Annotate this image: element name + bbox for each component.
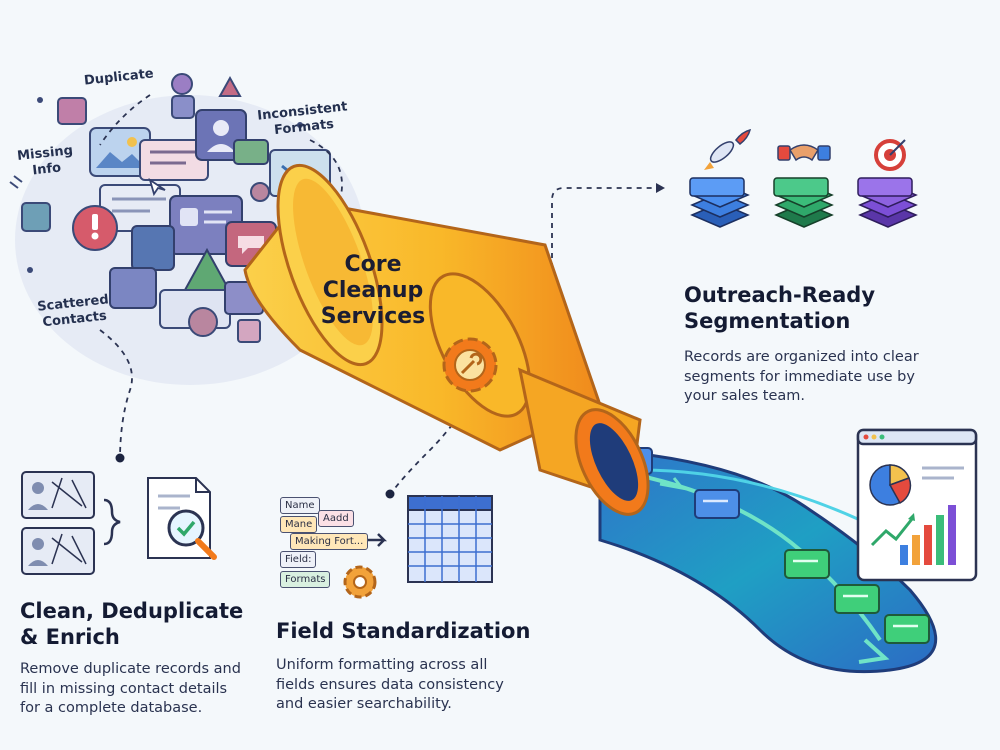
clean-title: Clean, Deduplicate & Enrich [20, 599, 244, 650]
field-chip: Aadd [318, 510, 354, 527]
purple-segment-stack [857, 177, 918, 228]
connector-dot [115, 453, 125, 463]
pie-chart-icon [869, 464, 912, 506]
core-funnel [243, 163, 650, 516]
profile-card-icon [169, 195, 243, 255]
gear-wrench-icon [442, 337, 498, 393]
dot-icon [250, 182, 270, 202]
handshake-icon [777, 144, 831, 162]
missing-info-label: Missing Info [16, 143, 74, 179]
merge-brace-icon [103, 498, 121, 546]
violet-tile-icon [171, 95, 195, 119]
duplicate-card-icon [89, 127, 151, 177]
tile-icon [109, 267, 157, 309]
data-packet [884, 614, 930, 644]
green-segment-stack [773, 177, 834, 228]
warning-icon [72, 205, 118, 251]
connector-dot [385, 489, 395, 499]
clean-document-magnifier-icon [147, 477, 217, 560]
gear-icon [343, 565, 377, 599]
data-packet [694, 489, 740, 519]
field-standardization-title: Field Standardization [276, 619, 531, 643]
dot-icon [188, 307, 218, 337]
cursor-icon [148, 177, 166, 197]
blue-tile-icon [131, 225, 175, 271]
field-chip: Field: [280, 551, 317, 568]
standardized-grid-icon [407, 495, 493, 583]
triangle-icon [218, 75, 242, 97]
dot-icon [171, 73, 193, 95]
data-packet [834, 584, 880, 614]
bar-chart-icon [900, 505, 956, 565]
analytics-dashboard-icon [856, 428, 978, 582]
field-standardization-description: Uniform formatting across all fields ens… [276, 657, 504, 713]
field-chip: Formats [280, 571, 331, 588]
blue-segment-stack [689, 177, 750, 228]
core-cleanup-title: Core Cleanup Services [320, 252, 426, 329]
field-chip: Making Fort... [290, 533, 369, 550]
rocket-icon [704, 128, 752, 170]
segment-stacks [689, 128, 918, 228]
green-tile-icon [233, 139, 269, 165]
target-icon [874, 139, 906, 171]
field-chip: Name [280, 497, 320, 514]
messy-records-icon [21, 471, 95, 575]
segmentation-title: Outreach-Ready Segmentation [684, 283, 876, 334]
arrow-right-icon [366, 533, 388, 547]
pink-tile-icon [57, 97, 87, 125]
data-pipeline [598, 447, 938, 674]
scattered-data-cloud [9, 73, 365, 385]
dashed-connectors [99, 94, 666, 496]
field-chip: Mane [280, 516, 318, 533]
teal-tile-icon [21, 202, 51, 232]
clean-description: Remove duplicate records and fill in mis… [20, 661, 241, 717]
tile-icon [237, 319, 261, 343]
segmentation-description: Records are organized into clear segment… [684, 349, 919, 405]
data-packet [784, 549, 830, 579]
